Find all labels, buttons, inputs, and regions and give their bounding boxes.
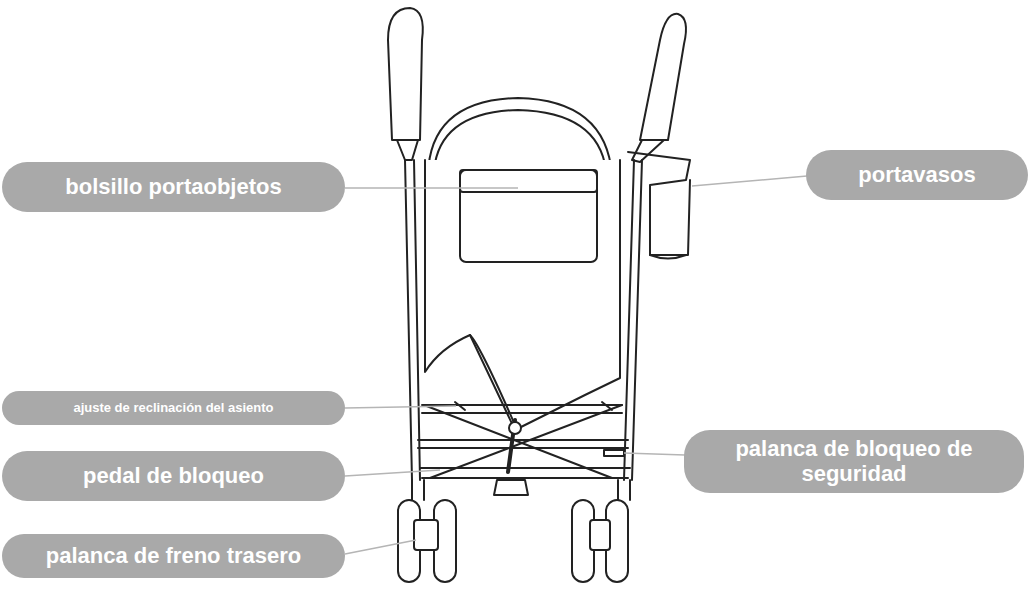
callout-text: pedal de bloqueo (83, 464, 264, 488)
callout-text: bolsillo portaobjetos (65, 175, 281, 199)
callout-text: ajuste de reclinación del asiento (73, 401, 273, 415)
callout-text: portavasos (858, 163, 975, 187)
callout-label: pedal de bloqueo (2, 451, 345, 501)
callout-label: palanca de freno trasero (2, 534, 345, 578)
callout-label: ajuste de reclinación del asiento (2, 391, 345, 425)
callout-text: palanca de freno trasero (46, 544, 302, 568)
callout-text: palanca de bloqueo de seguridad (714, 437, 994, 485)
callout-label: palanca de bloqueo de seguridad (684, 430, 1024, 493)
callout-label: portavasos (806, 150, 1028, 200)
callout-label: bolsillo portaobjetos (2, 162, 345, 212)
leader-lines (345, 176, 807, 554)
